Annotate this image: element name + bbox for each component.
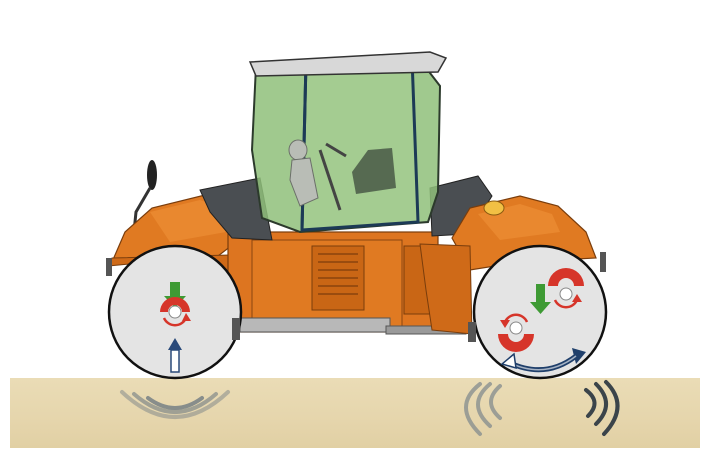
down-arrow-icon — [530, 284, 551, 314]
cab — [248, 51, 448, 234]
curved-arrow-icon — [500, 348, 586, 373]
front-drum — [107, 244, 243, 380]
front-wave-icon — [120, 390, 230, 419]
rotating-mass-icon — [160, 297, 191, 327]
scraper-details — [106, 252, 606, 342]
rotating-mass-icon — [498, 313, 534, 352]
up-arrow-icon — [168, 338, 182, 373]
rear-drum — [472, 244, 608, 380]
rear-wave-right-icon — [584, 380, 620, 436]
rear-wave-left-icon — [464, 382, 502, 436]
rotating-mass-icon — [548, 268, 584, 309]
